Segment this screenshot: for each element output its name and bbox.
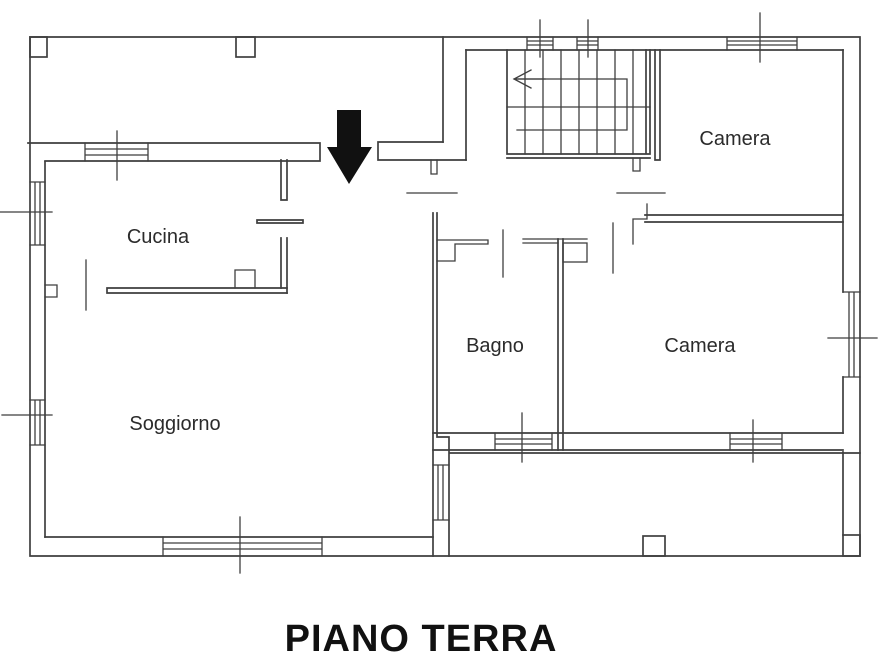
stairs-direction-arrow-icon xyxy=(512,69,546,89)
boundary-pillar xyxy=(235,36,256,58)
window xyxy=(576,36,599,51)
entry-wall xyxy=(377,36,467,175)
wall-stub xyxy=(430,159,438,175)
cucina-north-wall xyxy=(27,142,321,162)
porch-pillar xyxy=(642,535,666,557)
window xyxy=(526,36,554,51)
porch-pillar xyxy=(842,534,861,557)
entrance-arrow-icon xyxy=(327,110,372,184)
right-wall xyxy=(842,49,861,536)
window xyxy=(494,432,553,451)
room-label-camera-mid: Camera xyxy=(664,335,736,357)
staircase xyxy=(506,49,651,172)
window xyxy=(729,432,783,451)
window xyxy=(726,36,798,51)
window xyxy=(29,399,46,446)
door-leaves xyxy=(85,222,614,311)
room-label-bagno: Bagno xyxy=(466,335,524,357)
camere-north-wall xyxy=(632,203,844,245)
outer-walls xyxy=(29,36,861,557)
window xyxy=(84,142,149,162)
room-label-soggiorno: Soggiorno xyxy=(129,413,220,435)
window xyxy=(432,464,450,521)
bottom-wall xyxy=(44,536,434,557)
left-wall xyxy=(29,161,58,538)
bagno-walls xyxy=(432,212,588,557)
window xyxy=(29,181,46,246)
window xyxy=(842,291,861,378)
page-title: PIANO TERRA xyxy=(285,618,558,660)
south-wall xyxy=(432,432,861,557)
window xyxy=(162,536,323,557)
door-jamb xyxy=(632,203,648,245)
door-jamb xyxy=(522,238,588,244)
room-label-camera-top: Camera xyxy=(699,128,771,150)
room-labels: Cucina Soggiorno Bagno Camera Camera xyxy=(127,128,772,435)
room-label-cucina: Cucina xyxy=(127,226,190,248)
stair-steps xyxy=(524,49,634,155)
camera-top-west-wall xyxy=(654,49,661,161)
door-jamb xyxy=(562,242,588,263)
top-wall xyxy=(465,36,844,51)
boundary-pillar xyxy=(29,36,48,58)
window-ticks xyxy=(0,12,878,574)
door-jamb xyxy=(436,239,489,262)
kitchen-partition xyxy=(106,159,304,294)
